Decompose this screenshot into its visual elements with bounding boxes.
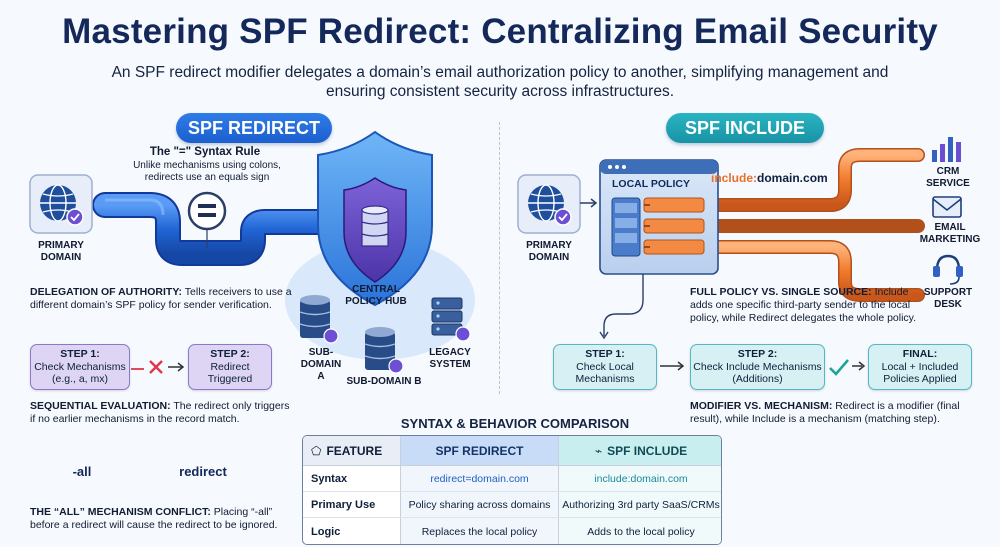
tag-icon: ⬠ <box>311 443 322 458</box>
cell-redirect: redirect=domain.com <box>401 466 559 491</box>
full-policy-note: FULL POLICY VS. SINGLE SOURCE: Include a… <box>690 286 917 324</box>
all-tag: -all <box>72 464 92 479</box>
sequential-note: SEQUENTIAL EVALUATION: The redirect only… <box>30 400 290 425</box>
headset-icon <box>933 254 963 285</box>
local-policy-label: LOCAL POLICY <box>612 178 690 190</box>
redirect-illustration <box>29 130 475 374</box>
header-redirect: SPF REDIRECT <box>401 436 559 465</box>
all-conflict-note: THE “ALL” MECHANISM CONFLICT: Placing “-… <box>30 506 278 531</box>
spf-include-pill: SPF INCLUDE <box>666 113 824 143</box>
include-step1: STEP 1:Check Local Mechanisms <box>553 344 657 390</box>
modifier-note: MODIFIER VS. MECHANISM: Redirect is a mo… <box>690 400 960 425</box>
row-label: Logic <box>303 518 401 544</box>
header-include: ⌁SPF INCLUDE <box>559 436 721 465</box>
cell-redirect: Replaces the local policy <box>401 518 559 544</box>
email-marketing-label: EMAIL MARKETING <box>919 222 981 245</box>
check-icon <box>829 359 849 376</box>
table-header-row: ⬠FEATURE SPF REDIRECT ⌁SPF INCLUDE <box>303 436 721 466</box>
cell-include: include:domain.com <box>559 466 721 491</box>
cell-include: Authorizing 3rd party SaaS/CRMs <box>559 492 721 517</box>
row-label: Syntax <box>303 466 401 491</box>
comparison-table: ⬠FEATURE SPF REDIRECT ⌁SPF INCLUDE Synta… <box>302 435 722 545</box>
comparison-title: SYNTAX & BEHAVIOR COMPARISON <box>400 416 630 431</box>
syntax-rule-title: The "=" Syntax Rule <box>149 146 261 158</box>
table-row: Syntax redirect=domain.com include:domai… <box>303 466 721 492</box>
syntax-rule-text: Unlike mechanisms using colons, redirect… <box>133 160 281 183</box>
equals-sign-icon <box>187 191 227 231</box>
crm-label: CRM SERVICE <box>926 166 970 189</box>
table-row: Primary Use Policy sharing across domain… <box>303 492 721 518</box>
email-icon <box>932 196 962 218</box>
primary-domain-label-right: PRIMARY DOMAIN <box>526 240 572 263</box>
page-title: Mastering SPF Redirect: Centralizing Ema… <box>62 12 938 51</box>
primary-domain-label: PRIMARY DOMAIN <box>38 240 84 263</box>
redirect-tag: redirect <box>179 464 227 479</box>
legacy-label: LEGACY SYSTEM <box>429 347 471 370</box>
subdomain-b-label: SUB-DOMAIN B <box>346 376 422 387</box>
database-icon <box>361 205 389 247</box>
page-subtitle: An SPF redirect modifier delegates a dom… <box>111 64 889 100</box>
table-row: Logic Replaces the local policy Adds to … <box>303 518 721 544</box>
header-feature: ⬠FEATURE <box>303 436 401 465</box>
section-divider <box>499 122 500 394</box>
support-label: SUPPORT DESK <box>923 287 973 310</box>
database-icon <box>364 327 404 374</box>
cell-include: Adds to the local policy <box>559 518 721 544</box>
include-final: FINAL:Local + Included Policies Applied <box>868 344 972 390</box>
include-step2: STEP 2:Check Include Mechanisms (Additio… <box>690 344 825 390</box>
plug-icon: ⌁ <box>594 443 603 458</box>
server-icon <box>431 297 471 342</box>
cell-redirect: Policy sharing across domains <box>401 492 559 517</box>
hub-label: CENTRAL POLICY HUB <box>345 284 407 307</box>
redirect-step1: STEP 1:Check Mechanisms (e.g., a, mx) <box>30 344 130 390</box>
crm-chart-icon <box>932 137 961 162</box>
database-icon <box>299 295 339 344</box>
x-mark-icon <box>149 360 163 374</box>
include-syntax-label: include:domain.com <box>711 171 828 185</box>
delegation-note: DELEGATION OF AUTHORITY: Tells receivers… <box>30 286 292 311</box>
spf-redirect-pill: SPF REDIRECT <box>176 113 332 143</box>
row-label: Primary Use <box>303 492 401 517</box>
include-illustration <box>517 137 963 376</box>
redirect-step2: STEP 2:Redirect Triggered <box>188 344 272 390</box>
subdomain-a-label: SUB-DOMAIN A <box>300 347 342 382</box>
